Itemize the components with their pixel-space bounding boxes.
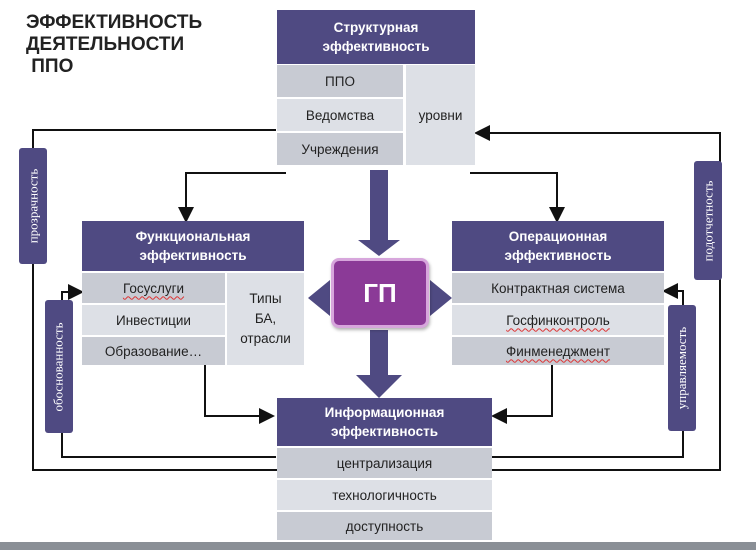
structural-row-1: ППО (277, 65, 403, 97)
title-line3: ППО (26, 56, 74, 77)
operational-row-3-text: Финменеджмент (505, 343, 611, 359)
functional-row-3: Образование… (82, 337, 225, 365)
functional-header-line1: Функциональная (135, 229, 251, 244)
structural-to-functional (178, 172, 286, 223)
operational-to-informational (491, 364, 553, 424)
structural-row-2: Ведомства (277, 99, 403, 131)
functional-side-label: Типы БА, отрасли (227, 273, 304, 365)
structural-to-operational (470, 172, 565, 223)
functional-row-1: Госуслуги (82, 273, 225, 303)
label-left-inner-text: обоснованность (51, 321, 66, 412)
label-right-outer: подотчетность (694, 161, 722, 280)
operational-row-1: Контрактная система (452, 273, 664, 303)
structural-side-label: уровни (406, 65, 475, 165)
functional-side-line1: Типы (249, 291, 282, 306)
structural-row-3: Учреждения (277, 133, 403, 165)
informational-row-1: централизация (277, 448, 492, 478)
center-gp-box: ГП (331, 258, 429, 328)
functional-row-1-text: Госуслуги (122, 280, 185, 296)
functional-to-informational (204, 364, 275, 424)
operational-row-2-text: Госфинконтроль (506, 312, 610, 328)
operational-row-3: Финменеджмент (452, 337, 664, 365)
operational-header-line2: эффективность (504, 248, 612, 263)
label-left-outer-text: прозрачность (25, 168, 41, 244)
title-line2: ДЕЯТЕЛЬНОСТИ (26, 34, 185, 55)
label-left-inner: обоснованность (45, 300, 73, 433)
functional-header-line2: эффективность (139, 248, 247, 263)
block-arrow-left (308, 280, 330, 316)
operational-header-line1: Операционная (508, 229, 608, 244)
outer-loop-line-right (474, 125, 721, 471)
operational-row-2: Госфинконтроль (452, 305, 664, 335)
structural-header: Структурная эффективность (277, 10, 475, 64)
structural-header-line1: Структурная (333, 20, 419, 35)
block-arrow-down-bottom (356, 330, 402, 398)
functional-side-line2: БА, (254, 311, 277, 326)
block-arrow-right (430, 280, 452, 316)
label-right-inner: управляемость (668, 305, 696, 431)
block-arrow-down-top (358, 170, 400, 256)
page-title: ЭФФЕКТИВНОСТЬ ДЕЯТЕЛЬНОСТИ ППО (26, 12, 256, 78)
outer-loop-line (32, 129, 278, 471)
functional-row-2: Инвестиции (82, 305, 225, 335)
informational-header-line2: эффективность (330, 424, 439, 439)
functional-side-line3: отрасли (240, 331, 291, 346)
bottom-bar (0, 542, 756, 550)
structural-header-line2: эффективность (322, 39, 430, 54)
operational-header: Операционная эффективность (452, 221, 664, 271)
functional-header: Функциональная эффективность (82, 221, 304, 271)
label-right-inner-text: управляемость (674, 326, 689, 410)
title-line1: ЭФФЕКТИВНОСТЬ (26, 12, 203, 33)
informational-row-2: технологичность (277, 480, 492, 510)
label-right-outer-text: подотчетность (700, 180, 716, 261)
label-left-outer: прозрачность (19, 148, 47, 264)
informational-row-3: доступность (277, 512, 492, 540)
informational-header: Информационная эффективность (277, 398, 492, 446)
informational-header-line1: Информационная (324, 405, 445, 420)
